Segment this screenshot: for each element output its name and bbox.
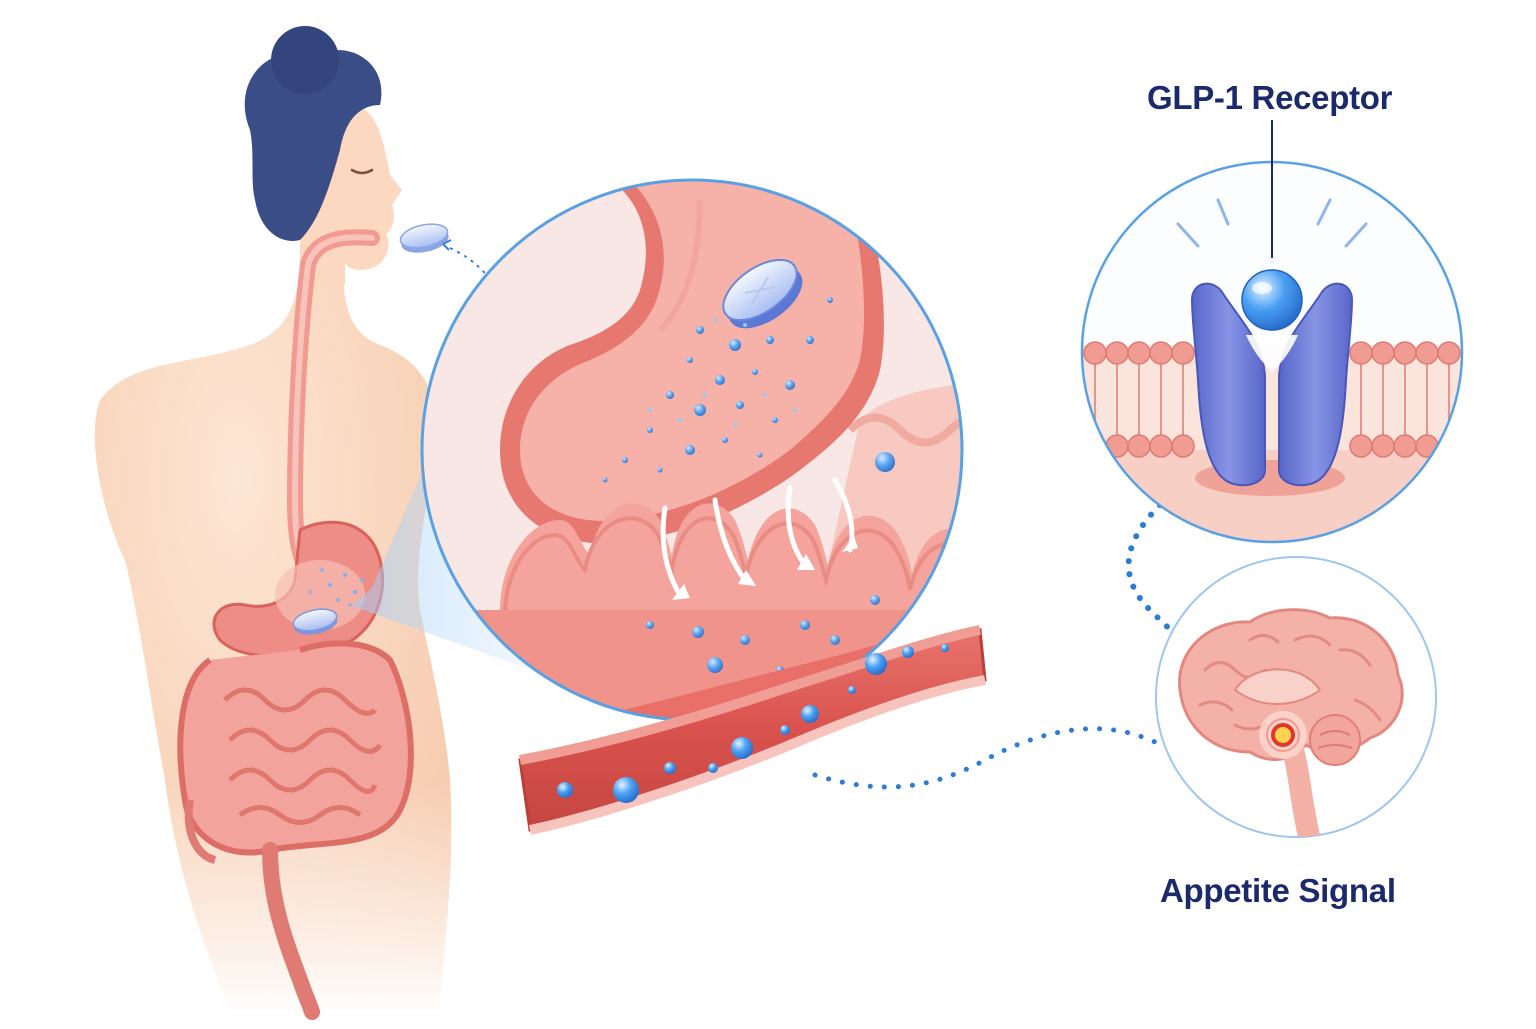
molecule-icon [557, 644, 949, 803]
pill-icon-dissolving [722, 258, 803, 329]
arrow-heads [672, 536, 858, 600]
glp1-molecule [1241, 269, 1303, 331]
appetite-signal-label: Appetite Signal [1160, 872, 1396, 909]
pill-path-arrow [449, 247, 509, 319]
receptor-view [1080, 160, 1464, 544]
blood-vessel [518, 625, 987, 835]
activation-lines [1176, 198, 1368, 248]
receptor-icon [1190, 282, 1354, 487]
particles-small [308, 568, 364, 607]
signal-target [1271, 723, 1295, 747]
person-figure [60, 26, 500, 1020]
hair [244, 50, 382, 241]
hair-bun [271, 26, 339, 94]
magnified-stomach-view [420, 178, 964, 722]
pill-icon [399, 223, 449, 253]
receptor-label: GLP-1 Receptor [1147, 79, 1393, 116]
brain-view [1155, 556, 1437, 838]
intestines [177, 640, 414, 1020]
pill-icon-stomach [292, 608, 338, 635]
